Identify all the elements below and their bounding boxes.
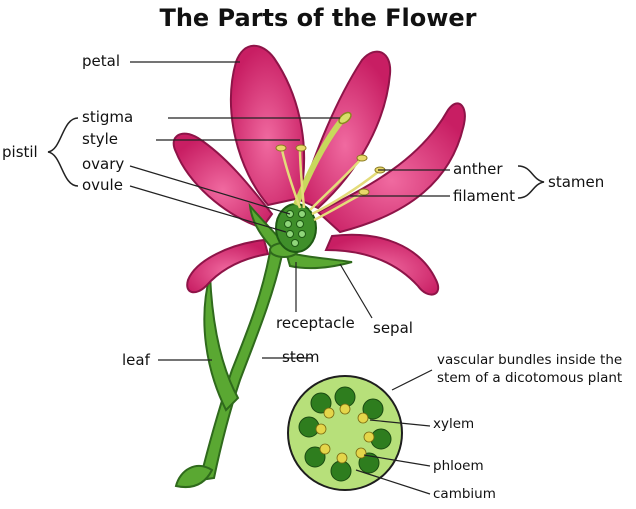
style bbox=[293, 118, 345, 207]
petal-right bbox=[316, 102, 466, 234]
label-filament: filament bbox=[453, 187, 516, 205]
label-style: style bbox=[82, 130, 118, 148]
leaf bbox=[203, 274, 240, 412]
stamen-brace bbox=[517, 165, 545, 199]
label-receptacle: receptacle bbox=[276, 314, 355, 332]
sepal bbox=[284, 250, 353, 270]
petal-left bbox=[172, 132, 274, 230]
label-stem: stem bbox=[282, 348, 320, 366]
leader-lines bbox=[129, 61, 450, 495]
label-xylem: xylem bbox=[433, 416, 475, 432]
pistil-brace bbox=[47, 117, 79, 187]
label-vascular-line1: vascular bundles inside the bbox=[437, 352, 623, 368]
label-leaf: leaf bbox=[122, 351, 150, 369]
leaf-lower bbox=[174, 465, 214, 488]
label-vascular-line2: stem of a dicotomous plant bbox=[437, 370, 623, 386]
stigma bbox=[338, 111, 352, 125]
label-stigma: stigma bbox=[82, 108, 134, 126]
label-anther: anther bbox=[453, 160, 503, 178]
label-sepal: sepal bbox=[373, 319, 413, 337]
label-petal: petal bbox=[82, 52, 120, 70]
page-title: The Parts of the Flower bbox=[159, 4, 477, 32]
label-cambium: cambium bbox=[433, 486, 496, 502]
label-ovary: ovary bbox=[82, 155, 125, 173]
vascular-bundles bbox=[298, 386, 392, 482]
label-pistil: pistil bbox=[2, 143, 38, 161]
stamens bbox=[280, 149, 379, 222]
petal-lower-right bbox=[324, 233, 439, 296]
label-stamen: stamen bbox=[548, 173, 605, 191]
label-phloem: phloem bbox=[433, 458, 484, 474]
label-ovule: ovule bbox=[82, 176, 123, 194]
petal-lower-left bbox=[186, 238, 270, 294]
